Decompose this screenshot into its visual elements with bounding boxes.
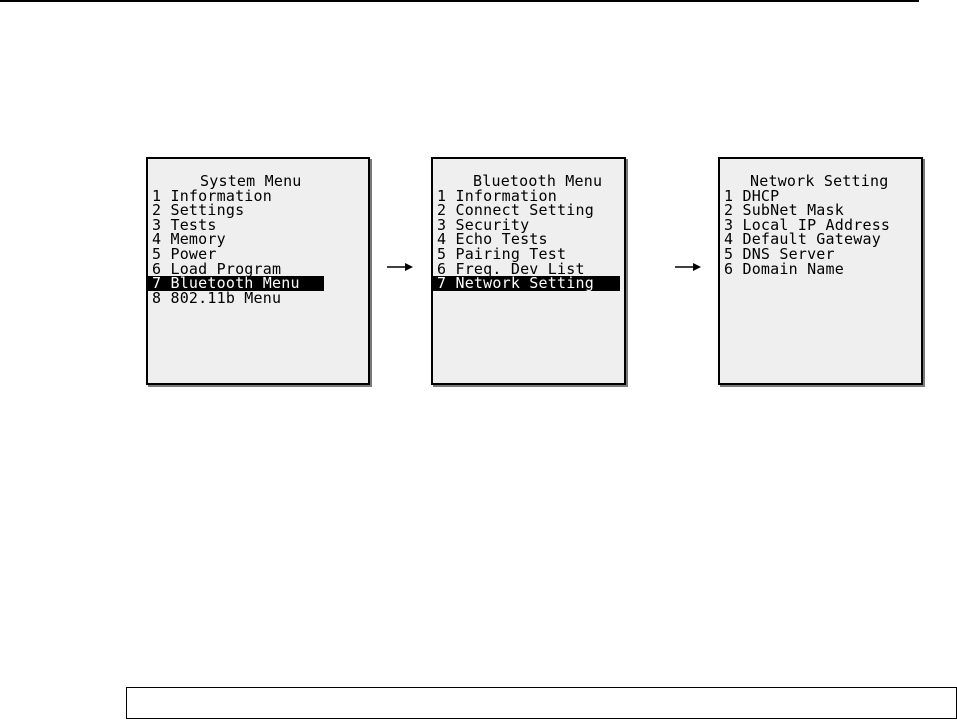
footer-note-box [126,687,957,719]
menu-item-bluetooth-menu[interactable]: 7 Bluetooth Menu [148,276,324,291]
menu-item-echo-tests[interactable]: 4 Echo Tests [437,230,548,249]
system-menu-screen: System Menu 1 Information 2 Settings 3 T… [146,157,370,385]
menu-item-dhcp[interactable]: 1 DHCP [724,186,780,205]
menu-item-local-ip-address[interactable]: 3 Local IP Address [724,215,891,234]
menu-item-load-program[interactable]: 6 Load Program [152,259,282,278]
arrow-right-icon [675,263,701,271]
arrow-right-icon [387,263,413,271]
header-rule [0,0,919,2]
menu-item-domain-name[interactable]: 6 Domain Name [724,259,844,278]
menu-item-tests[interactable]: 3 Tests [152,215,217,234]
screen-title: Bluetooth Menu [473,172,603,190]
menu-item-default-gateway[interactable]: 4 Default Gateway [724,230,881,249]
menu-item-network-setting[interactable]: 7 Network Setting [433,276,620,291]
menu-item-information[interactable]: 1 Information [152,186,272,205]
menu-item-settings[interactable]: 2 Settings [152,201,245,220]
screen-title: Network Setting [750,172,889,190]
menu-item-power[interactable]: 5 Power [152,244,217,263]
bluetooth-menu-screen: Bluetooth Menu 1 Information 2 Connect S… [431,157,626,385]
menu-item-freq-dev-list[interactable]: 6 Freq. Dev List [437,259,585,278]
network-setting-screen: Network Setting 1 DHCP 2 SubNet Mask 3 L… [718,157,923,385]
menu-item-subnet-mask[interactable]: 2 SubNet Mask [724,201,844,220]
menu-item-memory[interactable]: 4 Memory [152,230,226,249]
screen-title: System Menu [200,172,302,190]
menu-item-dns-server[interactable]: 5 DNS Server [724,244,835,263]
menu-item-security[interactable]: 3 Security [437,215,530,234]
menu-item-pairing-test[interactable]: 5 Pairing Test [437,244,567,263]
menu-item-802-11b-menu[interactable]: 8 802.11b Menu [152,288,282,307]
menu-item-information[interactable]: 1 Information [437,186,557,205]
menu-item-connect-setting[interactable]: 2 Connect Setting [437,201,594,220]
